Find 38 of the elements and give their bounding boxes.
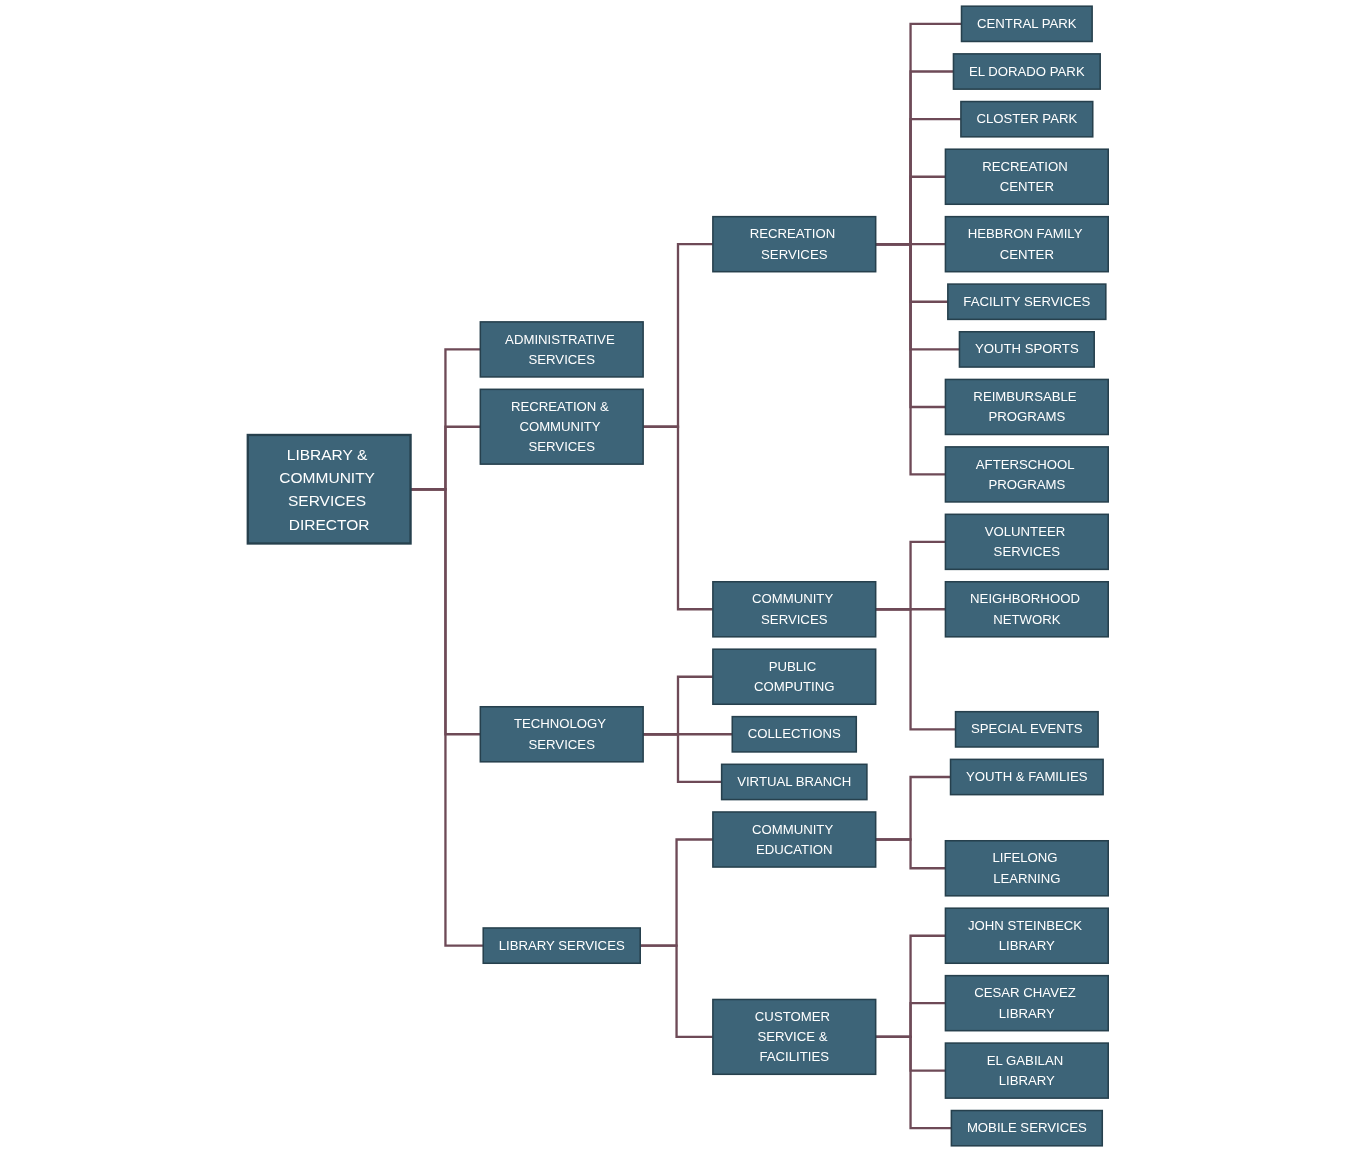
node-box: CENTRAL PARK — [960, 5, 1093, 43]
node-box: COLLECTIONS — [731, 715, 858, 753]
node-box: REIMBURSABLE PROGRAMS — [944, 378, 1109, 436]
connector — [875, 838, 946, 870]
node-box: PUBLIC COMPUTING — [712, 648, 877, 705]
node-box: VOLUNTEER SERVICES — [944, 513, 1109, 571]
node-box: LIBRARY SERVICES — [482, 927, 641, 965]
node-box: YOUTH & FAMILIES — [949, 758, 1104, 796]
node-box: JOHN STEINBECK LIBRARY — [944, 907, 1109, 965]
node-box: CUSTOMER SERVICE & FACILITIES — [712, 998, 877, 1076]
node-box: TECHNOLOGY SERVICES — [479, 706, 644, 763]
node-box: NEIGHBORHOOD NETWORK — [944, 581, 1109, 638]
node-box: LIBRARY & COMMUNITY SERVICES DIRECTOR — [246, 433, 412, 545]
node-box: EL GABILAN LIBRARY — [944, 1042, 1109, 1099]
node-box: COMMUNITY EDUCATION — [712, 811, 877, 868]
connector — [640, 944, 713, 1039]
node-box: CLOSTER PARK — [960, 100, 1094, 138]
node-box: FACILITY SERVICES — [947, 283, 1107, 321]
node-box: YOUTH SPORTS — [958, 331, 1095, 368]
connector — [875, 243, 946, 476]
node-box: EL DORADO PARK — [952, 53, 1101, 90]
node-box: VIRTUAL BRANCH — [720, 763, 868, 801]
connector — [643, 733, 722, 784]
node-box: MOBILE SERVICES — [950, 1109, 1104, 1147]
node-box: AFTERSCHOOL PROGRAMS — [944, 446, 1109, 503]
connector — [410, 488, 484, 947]
node-box: LIFELONG LEARNING — [944, 840, 1109, 897]
connector — [875, 1035, 952, 1130]
connector — [875, 608, 956, 731]
node-box: ADMINISTRATIVE SERVICES — [479, 321, 644, 378]
node-box: RECREATION CENTER — [944, 148, 1109, 206]
node-box: RECREATION SERVICES — [712, 215, 877, 273]
node-box: RECREATION & COMMUNITY SERVICES — [479, 388, 644, 465]
node-box: COMMUNITY SERVICES — [712, 581, 877, 638]
node-box: HEBBRON FAMILY CENTER — [944, 215, 1109, 273]
node-box: SPECIAL EVENTS — [954, 710, 1099, 748]
connector — [643, 425, 713, 611]
node-box: CESAR CHAVEZ LIBRARY — [944, 974, 1109, 1032]
